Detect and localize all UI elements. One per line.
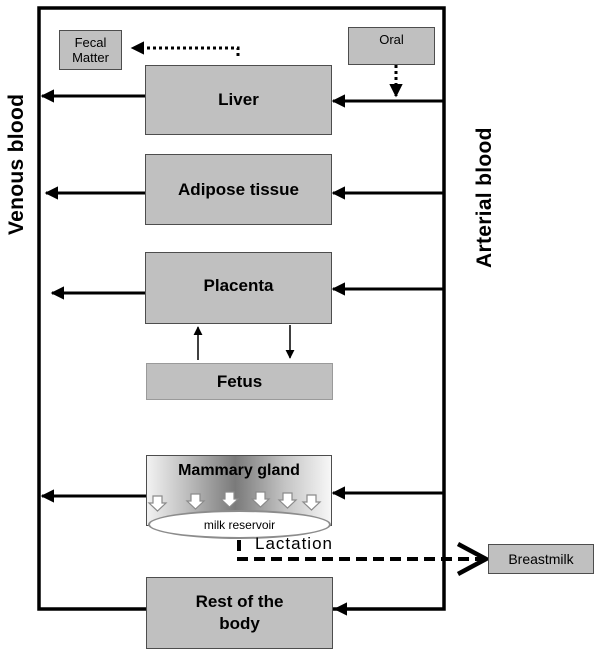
arrow-liver-fecal bbox=[130, 41, 240, 56]
secretion-arrow-icon bbox=[185, 493, 206, 510]
arrow-lactation-head bbox=[456, 542, 491, 576]
rest-of-body-box: Rest of the body bbox=[146, 577, 333, 649]
secretion-arrow-icon bbox=[301, 494, 322, 511]
secretion-arrow-icon bbox=[147, 495, 168, 512]
oral-box: Oral bbox=[348, 27, 435, 65]
lactation-label: Lactation bbox=[255, 534, 333, 553]
fetus-box: Fetus bbox=[146, 363, 333, 400]
fecal-matter-box: Fecal Matter bbox=[59, 30, 122, 70]
mammary-gland-label: Mammary gland bbox=[178, 462, 300, 479]
arterial-blood-label: Arterial blood bbox=[473, 127, 496, 268]
breastmilk-box: Breastmilk bbox=[488, 544, 594, 574]
milk-reservoir: milk reservoir bbox=[148, 510, 331, 539]
secretion-arrow-icon bbox=[250, 491, 271, 508]
placenta-box: Placenta bbox=[145, 252, 332, 324]
milk-secretion-arrows bbox=[147, 491, 322, 512]
venous-blood-label: Venous blood bbox=[5, 93, 28, 235]
secretion-arrow-icon bbox=[277, 492, 298, 509]
adipose-tissue-box: Adipose tissue bbox=[145, 154, 332, 225]
secretion-arrow-icon bbox=[219, 491, 240, 508]
arrow-lactation bbox=[237, 540, 486, 561]
liver-box: Liver bbox=[145, 65, 332, 135]
